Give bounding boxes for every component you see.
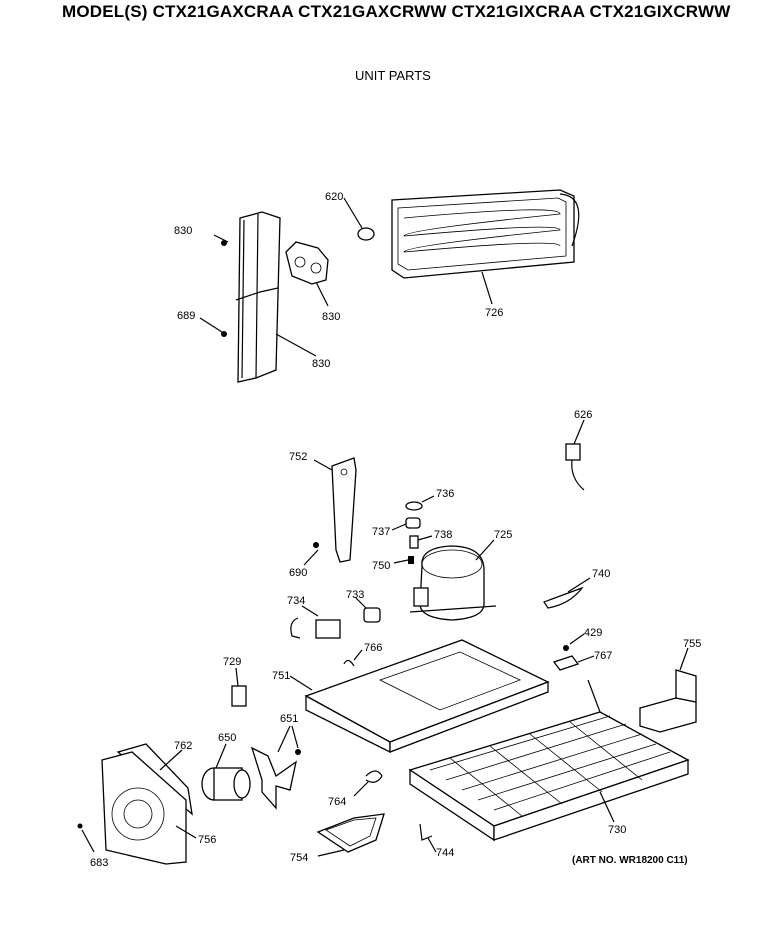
callout-752: 752: [289, 451, 307, 463]
part-689-screw: [199, 317, 227, 337]
part-737-grommet: [391, 517, 421, 531]
part-830-screw: [213, 234, 229, 246]
callout-651: 651: [280, 713, 298, 725]
callout-830-bracket: 830: [322, 311, 340, 323]
callout-730: 730: [608, 824, 626, 836]
callout-830-screw: 830: [174, 225, 192, 237]
art-number: (ART NO. WR18200 C11): [572, 855, 688, 866]
part-730-coil: [408, 679, 690, 842]
part-756-fan-shroud: [101, 751, 197, 865]
part-429-screw: [563, 633, 585, 651]
part-729-clip: [231, 667, 247, 707]
part-620-grommet: [343, 197, 375, 241]
callout-756: 756: [198, 834, 216, 846]
callout-744: 744: [436, 847, 454, 859]
callout-766: 766: [364, 642, 382, 654]
part-683-screw: [77, 823, 95, 853]
part-740-clip: [543, 577, 591, 609]
callout-626: 626: [574, 409, 592, 421]
section-title: UNIT PARTS: [355, 68, 431, 83]
callout-labels: 620 830 830 830 689 726 626 752 736 737 …: [90, 191, 701, 869]
callout-755: 755: [683, 638, 701, 650]
callout-738: 738: [434, 529, 452, 541]
callout-767: 767: [594, 650, 612, 662]
part-626-harness: [565, 419, 585, 491]
part-736-washer: [405, 495, 435, 511]
callout-733: 733: [346, 589, 364, 601]
part-764-clip: [353, 770, 383, 797]
part-752-mounting-strap: [313, 457, 357, 563]
part-738-sleeve: [409, 535, 433, 549]
callout-429: 429: [584, 627, 602, 639]
callout-726: 726: [485, 307, 503, 319]
part-726-condenser: [391, 189, 580, 305]
callout-683: 683: [90, 857, 108, 869]
model-numbers: MODEL(S) CTX21GAXCRAA CTX21GAXCRWW CTX21…: [62, 2, 731, 21]
part-751-base-pan: [289, 639, 550, 754]
part-830-bracket: [285, 241, 329, 307]
part-767-bracket: [552, 655, 595, 671]
part-725-compressor: [409, 539, 497, 621]
callout-650: 650: [218, 732, 236, 744]
callout-740: 740: [592, 568, 610, 580]
part-755-bracket: [639, 647, 697, 733]
callout-725: 725: [494, 529, 512, 541]
callout-729: 729: [223, 656, 241, 668]
callout-750: 750: [372, 560, 390, 572]
callout-734: 734: [287, 595, 305, 607]
part-650-fan-motor: [201, 743, 251, 801]
callout-762: 762: [174, 740, 192, 752]
part-830-channel: [235, 211, 281, 383]
callout-751: 751: [272, 670, 290, 682]
part-690-screw: [303, 542, 319, 566]
part-750-bolt: [393, 556, 414, 564]
part-734-relay: [290, 605, 341, 639]
part-766-clip: [343, 649, 363, 667]
callout-620: 620: [325, 191, 343, 203]
part-733-overload: [355, 597, 381, 623]
callout-754: 754: [290, 852, 308, 864]
callout-689: 689: [177, 310, 195, 322]
part-744-clip: [419, 823, 437, 853]
part-651-fan-blade: [250, 725, 301, 810]
callout-690: 690: [289, 567, 307, 579]
callout-764: 764: [328, 796, 346, 808]
part-754-drain-pan: [316, 813, 385, 857]
leader-830-channel: [275, 333, 317, 357]
callout-830-channel: 830: [312, 358, 330, 370]
callout-736: 736: [436, 488, 454, 500]
callout-737: 737: [372, 526, 390, 538]
